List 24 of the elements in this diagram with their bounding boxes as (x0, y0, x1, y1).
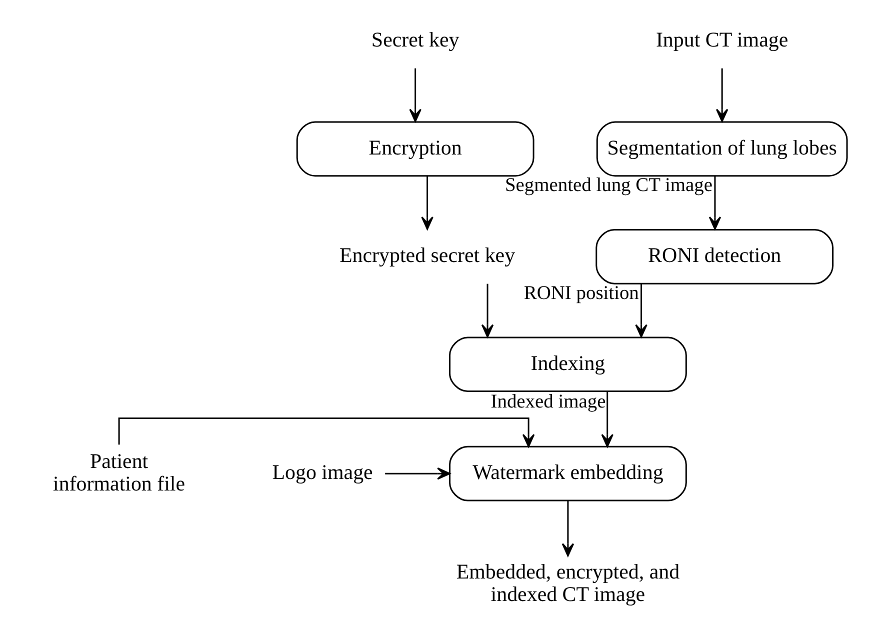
node-text: Secret key (370, 28, 459, 52)
node-text: Patient information file (52, 448, 185, 496)
edge-label: Indexed image (490, 392, 606, 413)
node-text: Logo image (272, 460, 372, 484)
node-box: Segmentation of lung lobes (596, 121, 848, 177)
node-box: Watermark embedding (448, 446, 686, 502)
node-text: Embedded, encrypted, and indexed CT image (456, 560, 680, 606)
arrow (708, 176, 721, 230)
edge-label: Segmented lung CT image (504, 175, 712, 196)
edge-label: RONI position (523, 282, 638, 304)
arrow (715, 68, 728, 122)
arrow (600, 391, 613, 448)
node-box: Indexing (448, 336, 686, 392)
arrow (480, 284, 494, 338)
node-text: Input CT image (655, 28, 788, 52)
node-box: RONI detection (595, 228, 834, 284)
arrow (384, 467, 450, 480)
arrow (561, 500, 574, 556)
arrow (634, 284, 647, 338)
arrow (420, 176, 433, 230)
arrow (118, 418, 534, 448)
node-box: Encryption (296, 121, 534, 177)
node-text: Encrypted secret key (339, 243, 515, 268)
arrow (408, 68, 421, 122)
